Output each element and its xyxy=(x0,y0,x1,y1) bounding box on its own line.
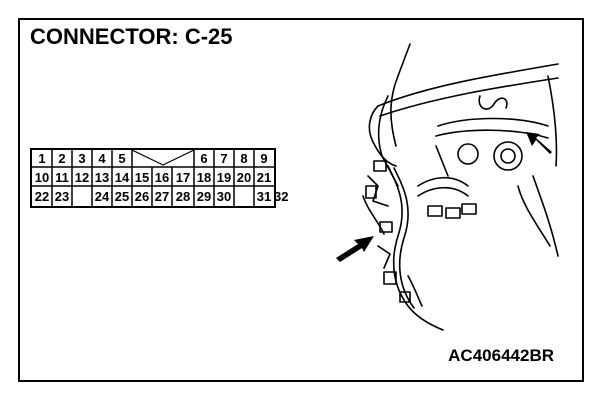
diagram-code: AC406442BR xyxy=(448,346,554,365)
pin-17: 17 xyxy=(175,170,191,185)
pin-25: 25 xyxy=(114,189,130,204)
pin-4: 4 xyxy=(98,151,106,166)
pin-14: 14 xyxy=(114,170,130,185)
diagram-frame: CONNECTOR: C-25 AC406442BR xyxy=(18,18,584,382)
pin-29: 29 xyxy=(196,189,212,204)
pin-26: 26 xyxy=(134,189,150,204)
pin-23: 23 xyxy=(54,189,70,204)
pin-18: 18 xyxy=(196,170,212,185)
pin-2: 2 xyxy=(58,151,66,166)
connector-grid xyxy=(32,150,274,206)
pin-15: 15 xyxy=(134,170,150,185)
pin-21: 21 xyxy=(256,170,272,185)
pin-22: 22 xyxy=(34,189,50,204)
pin-31: 31 xyxy=(256,189,272,204)
pin-24: 24 xyxy=(94,189,110,204)
pin-1: 1 xyxy=(38,151,46,166)
pin-8: 8 xyxy=(240,151,248,166)
pin-10: 10 xyxy=(34,170,50,185)
pin-6: 6 xyxy=(200,151,208,166)
pin-16: 16 xyxy=(154,170,170,185)
pin-5: 5 xyxy=(118,151,126,166)
pin-13: 13 xyxy=(94,170,110,185)
connector-title: CONNECTOR: C-25 xyxy=(30,24,233,49)
pin-20: 20 xyxy=(236,170,252,185)
pin-11: 11 xyxy=(55,170,69,185)
pin-12: 12 xyxy=(74,170,90,185)
pin-3: 3 xyxy=(78,151,86,166)
pin-28: 28 xyxy=(175,189,191,204)
connector-face: 1 2 3 4 5 6 7 8 9 10 11 12 13 14 15 16 1… xyxy=(30,148,288,208)
pin-7: 7 xyxy=(220,151,228,166)
arrow-icon xyxy=(336,236,374,262)
pin-27: 27 xyxy=(154,189,170,204)
harness-illustration xyxy=(336,43,559,331)
pin-30: 30 xyxy=(216,189,232,204)
pin-9: 9 xyxy=(260,151,268,166)
pin-19: 19 xyxy=(216,170,232,185)
